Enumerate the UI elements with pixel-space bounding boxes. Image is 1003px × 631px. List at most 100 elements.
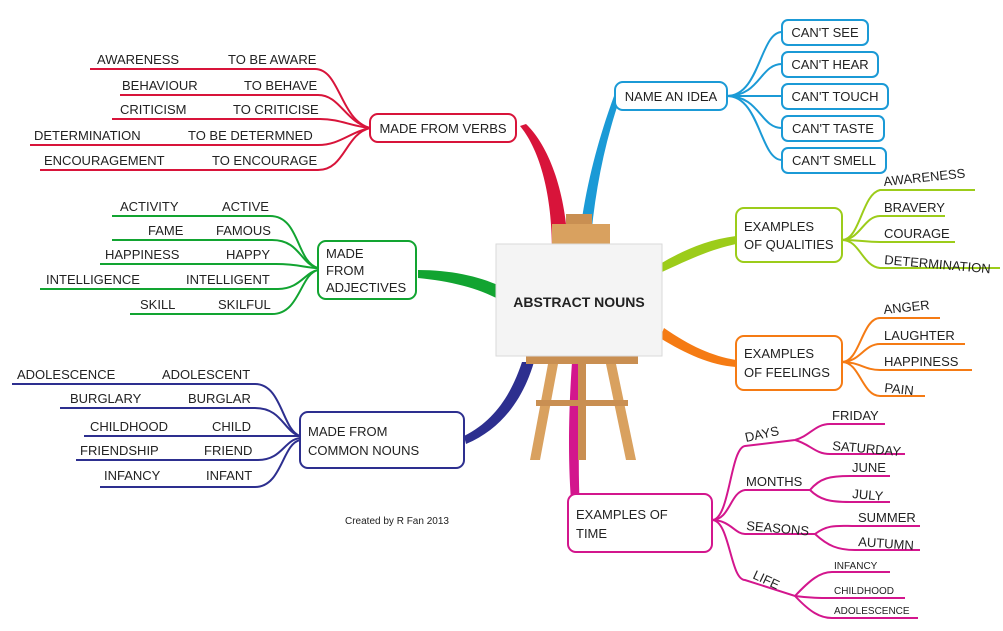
node-idea-title: NAME AN IDEA [625,89,718,104]
verbs-noun: DETERMINATION [34,128,141,143]
idea-item: CAN'T SEE [791,25,859,40]
idea-item: CAN'T HEAR [791,57,868,72]
node-time-box [567,493,713,553]
feelings-item: HAPPINESS [884,354,959,369]
adjectives-adj: INTELLIGENT [186,272,270,287]
nouns-common: FRIEND [204,443,252,458]
time-item: AUTUMN [858,534,915,553]
idea-connectors [726,31,783,161]
node-nouns-line1: MADE FROM [308,424,387,439]
time-group-label: MONTHS [746,474,803,489]
idea-items: CAN'T SEE CAN'T HEAR CAN'T TOUCH CAN'T T… [781,19,889,174]
qualities-items: AWARENESS BRAVERY COURAGE DETERMINATION [883,165,992,276]
verbs-noun: CRITICISM [120,102,186,117]
time-group-label: SEASONS [746,518,810,538]
time-group-label: LIFE [751,567,783,592]
qualities-connectors [841,189,1000,269]
qualities-item: AWARENESS [883,165,967,189]
idea-item: CAN'T TASTE [792,121,874,136]
node-time-line1: EXAMPLES OF [576,507,668,522]
adjectives-connectors [40,215,319,315]
adjectives-noun: INTELLIGENCE [46,272,140,287]
adjectives-adj: FAMOUS [216,223,271,238]
qualities-item: COURAGE [884,226,950,241]
time-item: JULY [852,486,884,504]
time-item: CHILDHOOD [834,586,894,597]
adjectives-noun: FAME [148,223,184,238]
adjectives-noun: HAPPINESS [105,247,180,262]
nouns-common: BURGLAR [188,391,251,406]
verbs-noun: AWARENESS [97,52,179,67]
branch-qualities [660,236,736,272]
branch-nouns [464,362,534,444]
feelings-item: LAUGHTER [884,328,955,343]
adjectives-adj: ACTIVE [222,199,269,214]
verbs-verb: TO ENCOURAGE [212,153,318,168]
qualities-item: BRAVERY [884,200,945,215]
node-verbs-title: MADE FROM VERBS [379,121,506,136]
verbs-pairs: AWARENESS TO BE AWARE BEHAVIOUR TO BEHAV… [34,52,319,168]
time-connectors [711,423,920,619]
time-group-label: DAYS [744,423,781,445]
time-item: ADOLESCENCE [834,606,910,617]
nouns-abstract: CHILDHOOD [90,419,168,434]
feelings-connectors [841,317,972,397]
nouns-abstract: BURGLARY [70,391,142,406]
time-item: JUNE [852,460,886,475]
branch-idea [578,96,620,250]
time-groups: DAYS FRIDAY SATURDAY MONTHS JUNE JULY SE… [744,408,916,617]
adjectives-adj: HAPPY [226,247,270,262]
verbs-verb: TO BEHAVE [244,78,318,93]
verbs-verb: TO CRITICISE [233,102,319,117]
node-qualities-line2: OF QUALITIES [744,237,834,252]
node-adjectives-line1: MADE [326,246,364,261]
adjectives-adj: SKILFUL [218,297,271,312]
nouns-abstract: ADOLESCENCE [17,367,116,382]
node-verbs-box [369,113,517,143]
idea-item: CAN'T TOUCH [792,89,879,104]
feelings-item: PAIN [884,380,915,398]
node-qualities-line1: EXAMPLES [744,219,814,234]
verbs-verb: TO BE AWARE [228,52,317,67]
time-item: FRIDAY [832,408,879,423]
adjectives-pairs: ACTIVITY ACTIVE FAME FAMOUS HAPPINESS HA… [46,199,271,312]
time-item: SATURDAY [832,438,902,459]
adjectives-noun: SKILL [140,297,175,312]
nouns-pairs: ADOLESCENCE ADOLESCENT BURGLARY BURGLAR … [17,367,252,483]
credit-text: Created by R Fan 2013 [345,516,449,527]
node-adjectives-box [317,240,417,300]
center-board [495,243,663,357]
node-time-line2: TIME [576,526,607,541]
node-nouns-box [299,411,465,469]
node-feelings-box [735,335,843,391]
time-item: INFANCY [834,561,878,572]
nouns-common: INFANT [206,468,252,483]
verbs-noun: BEHAVIOUR [122,78,198,93]
node-feelings-line1: EXAMPLES [744,346,814,361]
nouns-common: ADOLESCENT [162,367,250,382]
feelings-item: ANGER [883,297,931,317]
node-feelings-line2: OF FEELINGS [744,365,830,380]
easel-icon [526,214,638,460]
nouns-common: CHILD [212,419,251,434]
verbs-verb: TO BE DETERMNED [188,128,313,143]
nouns-abstract: INFANCY [104,468,161,483]
verbs-connectors [30,68,371,171]
branch-adjectives [418,270,500,300]
node-idea-box [614,81,728,111]
idea-item: CAN'T SMELL [792,153,876,168]
branch-feelings [660,328,736,367]
nouns-connectors [12,383,301,488]
nouns-abstract: FRIENDSHIP [80,443,159,458]
qualities-item: DETERMINATION [884,252,992,276]
time-item: SUMMER [858,510,916,525]
feelings-items: ANGER LAUGHTER HAPPINESS PAIN [883,297,959,398]
node-nouns-line2: COMMON NOUNS [308,443,420,458]
branch-verbs [520,124,568,250]
node-qualities-box [735,207,843,263]
adjectives-noun: ACTIVITY [120,199,179,214]
node-adjectives-line2: FROM [326,263,364,278]
center-title: ABSTRACT NOUNS [513,294,644,310]
